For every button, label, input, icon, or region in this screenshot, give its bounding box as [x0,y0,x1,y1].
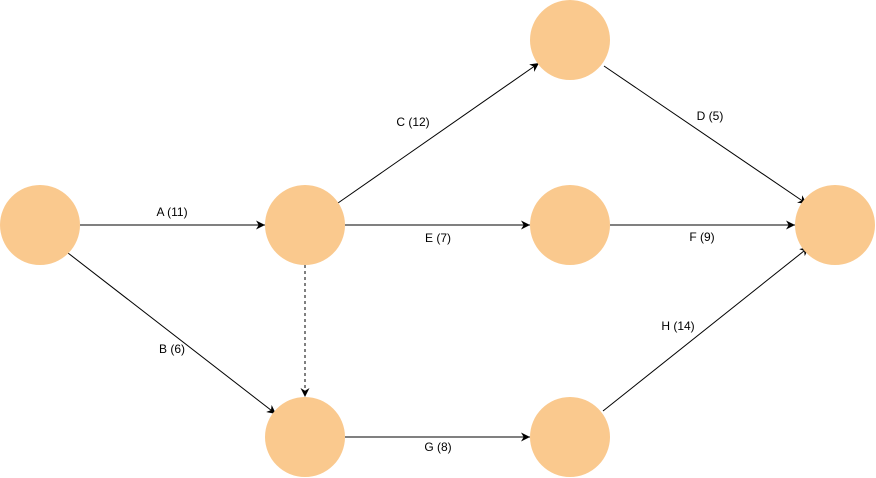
edge-c[interactable] [337,62,540,204]
edge-c-label: C (12) [396,115,429,129]
node-5[interactable] [795,185,875,265]
edge-b[interactable] [67,252,277,415]
edge-b-label: B (6) [159,342,185,356]
edge-d[interactable] [603,65,808,205]
edge-a-label: A (11) [156,205,187,219]
edge-d-label: D (5) [697,109,724,123]
node-4[interactable] [530,185,610,265]
node-1[interactable] [0,185,80,265]
edge-h-label: H (14) [661,319,694,333]
node-2[interactable] [265,185,345,265]
edge-g-label: G (8) [424,440,451,454]
node-7[interactable] [530,397,610,477]
node-3[interactable] [530,0,610,80]
edge-f-label: F (9) [689,230,714,244]
node-6[interactable] [265,397,345,477]
edge-e-label: E (7) [425,231,451,245]
edge-h[interactable] [602,246,810,412]
